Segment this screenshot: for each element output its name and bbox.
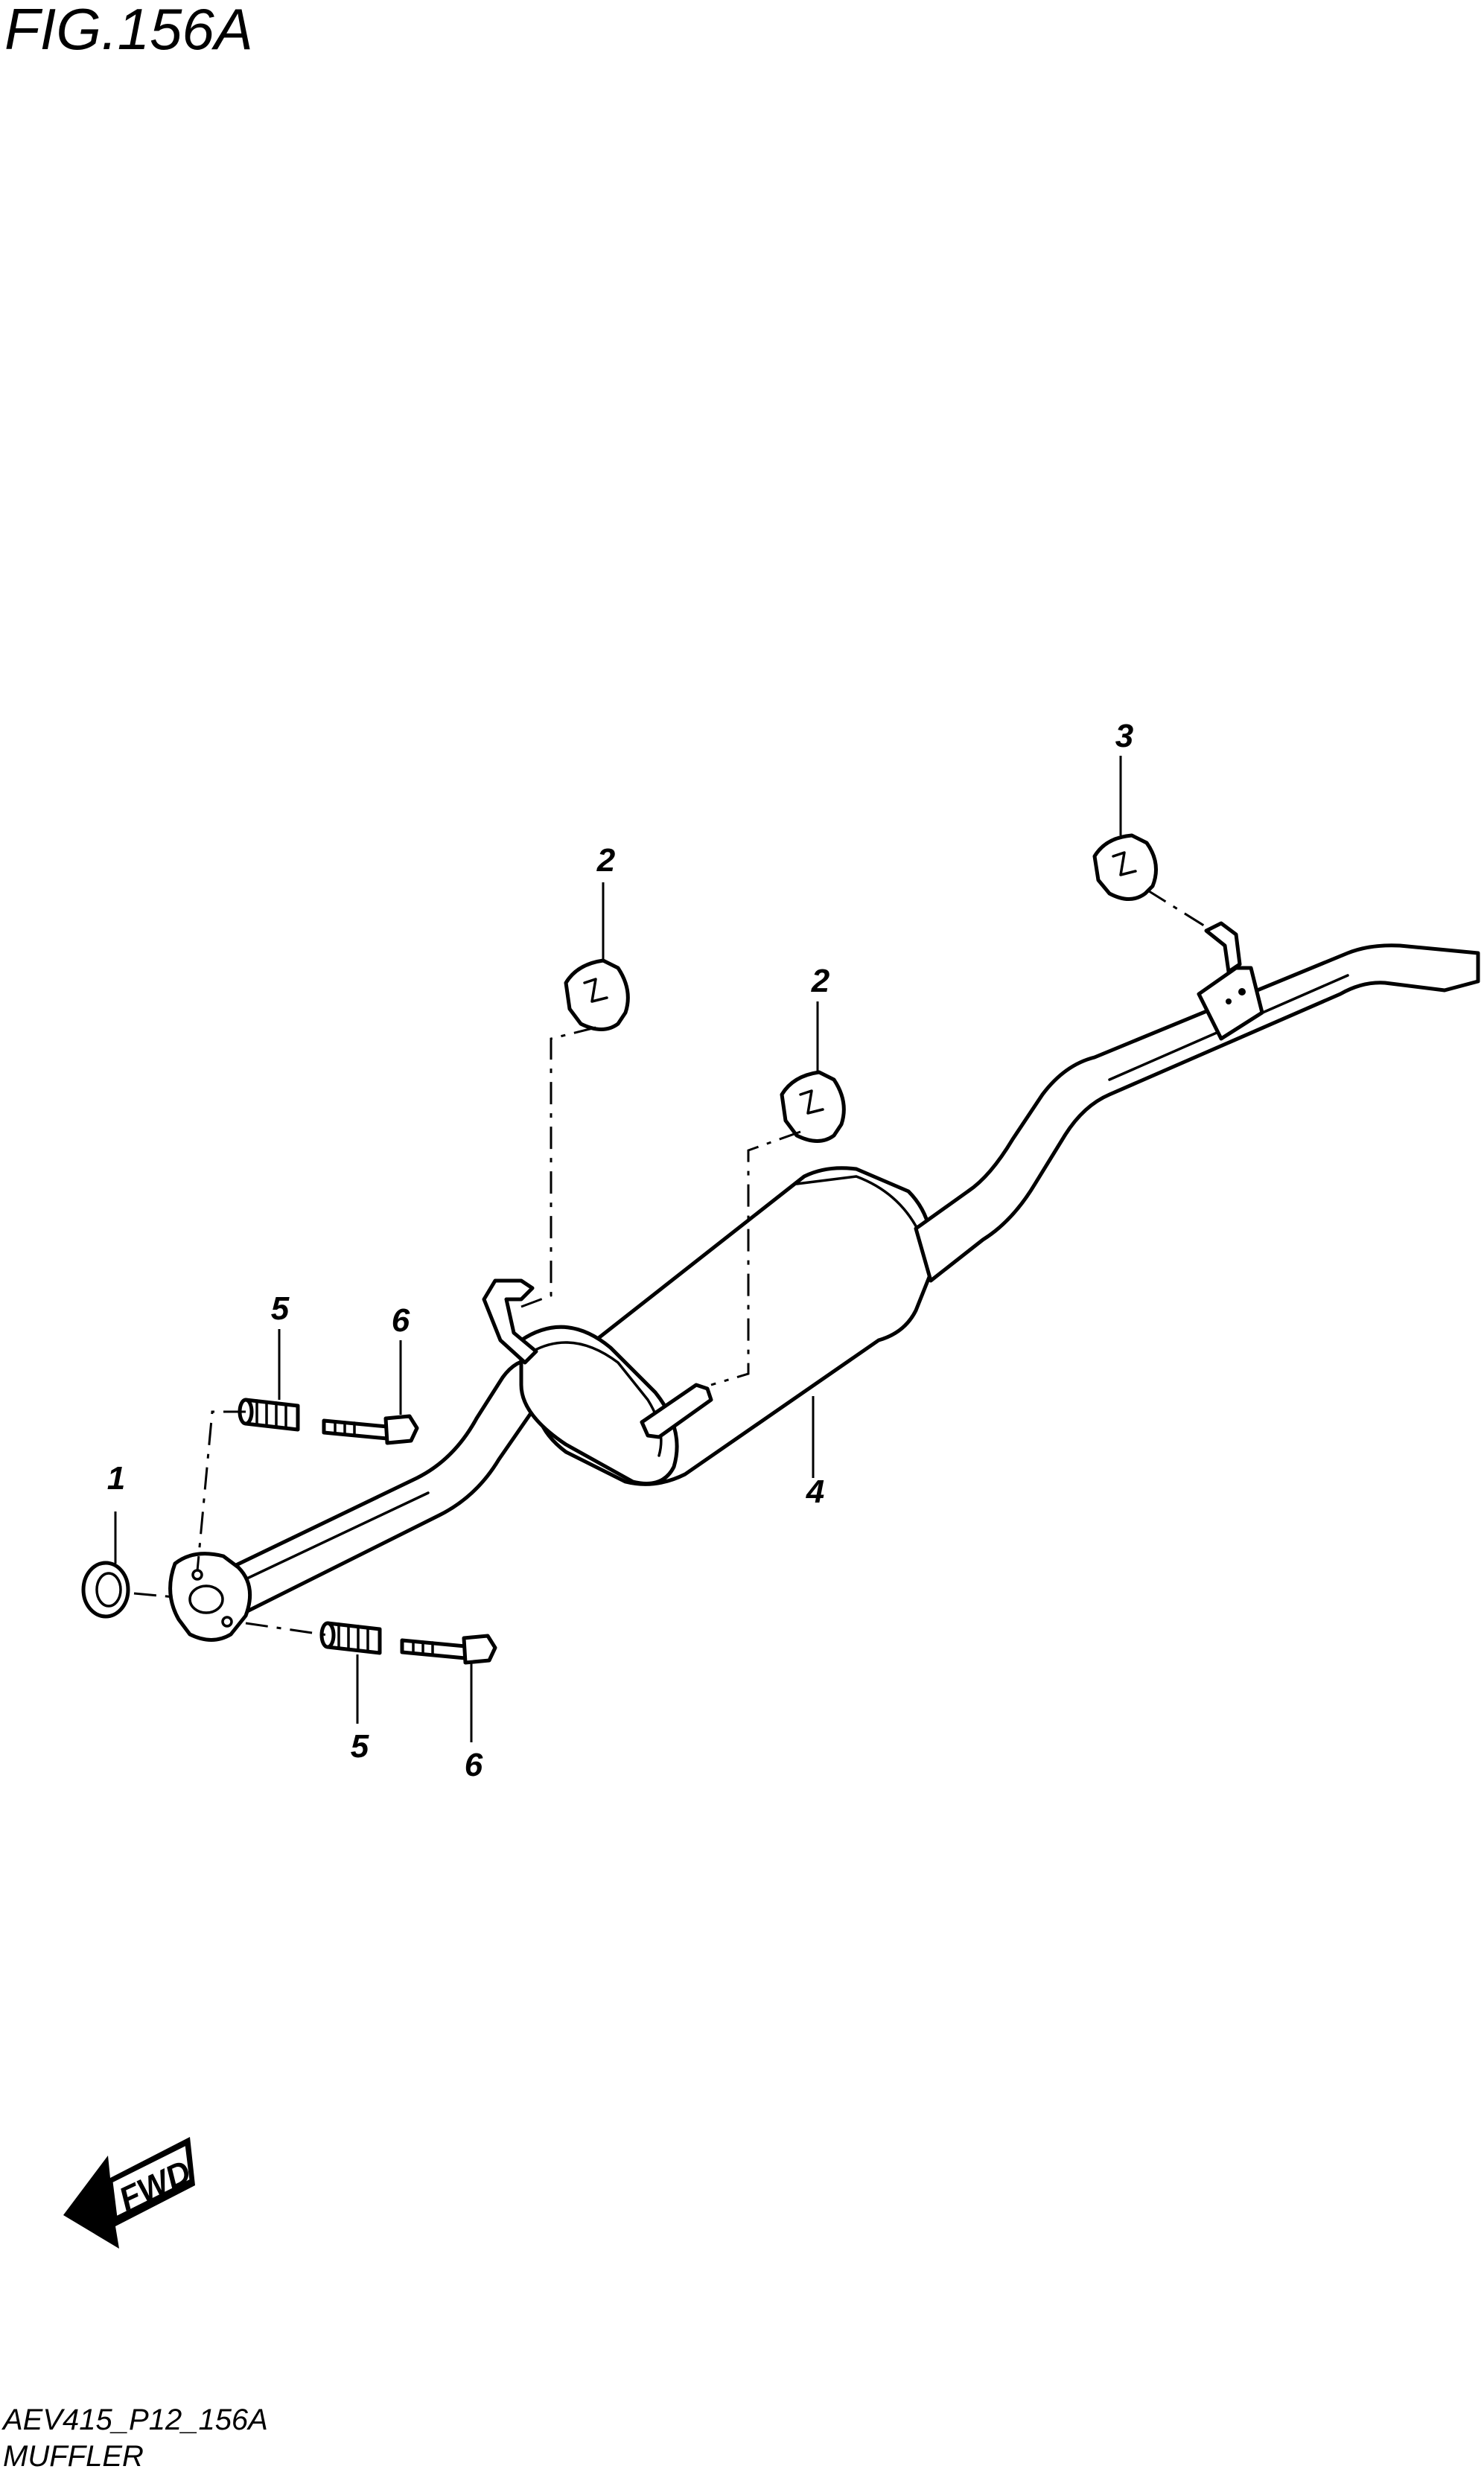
figure-title: FIG.156A — [4, 0, 253, 62]
rubber-mount-left — [564, 958, 630, 1031]
callout-3: 3 — [1115, 718, 1133, 754]
figure-code: AEV415_P12_156A — [1, 2403, 268, 2436]
tail-rubber-mount — [1092, 833, 1158, 901]
spring-upper — [238, 1398, 300, 1432]
rubber-mount-right — [780, 1070, 846, 1143]
assembly-lines — [133, 888, 1207, 1637]
callout-2-left: 2 — [596, 842, 616, 879]
callout-1: 1 — [107, 1460, 125, 1497]
callout-6-upper: 6 — [392, 1302, 410, 1339]
callout-6-lower: 6 — [465, 1747, 483, 1783]
muffler-assembly — [214, 921, 1480, 1618]
leader-lines — [114, 756, 1122, 1742]
spring-lower — [319, 1621, 382, 1655]
forward-direction-arrow: FWD — [63, 2137, 197, 2249]
bolt-upper — [322, 1414, 419, 1445]
inlet-flange — [168, 1552, 252, 1642]
callout-5-lower: 5 — [351, 1728, 369, 1765]
callout-4: 4 — [806, 1474, 824, 1510]
gasket-ring — [81, 1561, 130, 1619]
bolt-lower — [400, 1634, 497, 1665]
callout-5-upper: 5 — [271, 1290, 290, 1327]
callout-2-right: 2 — [811, 963, 830, 999]
figure-name: MUFFLER — [3, 2440, 144, 2472]
